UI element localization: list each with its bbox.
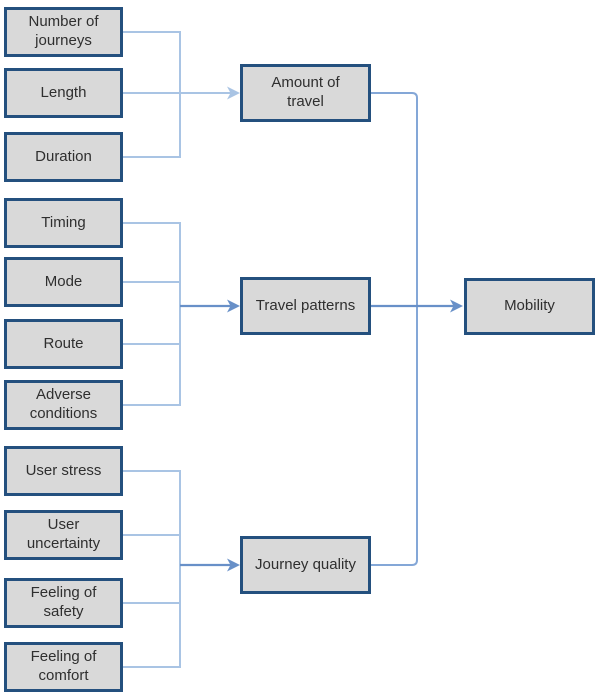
node-label: Timing — [41, 213, 86, 231]
node-amount-of-travel: Amount of travel — [240, 64, 371, 122]
group3-collector-lines — [123, 470, 181, 668]
group2-collector-lines — [123, 222, 181, 406]
node-label: Feeling of comfort — [30, 648, 97, 684]
node-timing: Timing — [4, 198, 123, 248]
arrowhead-mobility — [450, 299, 463, 313]
node-label: Mode — [44, 272, 83, 290]
node-label: Adverse conditions — [29, 386, 98, 422]
node-travel-patterns: Travel patterns — [240, 277, 371, 335]
node-mode: Mode — [4, 257, 123, 307]
node-number-of-journeys: Number of journeys — [4, 7, 123, 57]
arrow-shafts — [180, 304, 454, 567]
node-feeling-of-safety: Feeling of safety — [4, 578, 123, 628]
arrowhead-travel-patterns — [227, 299, 240, 313]
node-label: Length — [40, 83, 87, 101]
node-label: Travel patterns — [255, 296, 356, 314]
node-duration: Duration — [4, 132, 123, 182]
node-label: User uncertainty — [26, 516, 101, 552]
node-label: Number of journeys — [28, 13, 99, 49]
node-journey-quality: Journey quality — [240, 536, 371, 594]
node-label: Amount of travel — [271, 74, 340, 110]
node-user-uncertainty: User uncertainty — [4, 510, 123, 560]
node-label: Mobility — [504, 297, 555, 315]
node-label: Route — [43, 334, 84, 352]
node-route: Route — [4, 319, 123, 369]
node-label: User stress — [25, 461, 102, 479]
node-adverse-conditions: Adverse conditions — [4, 380, 123, 430]
node-label: Feeling of safety — [30, 584, 97, 620]
node-label: Duration — [35, 147, 92, 165]
node-label: Journey quality — [255, 555, 356, 573]
node-length: Length — [4, 68, 123, 118]
merge-elbow-lines — [371, 92, 418, 566]
node-feeling-of-comfort: Feeling of comfort — [4, 642, 123, 692]
group1-collector-lines — [123, 31, 231, 158]
arrowhead-journey-quality — [227, 558, 240, 572]
node-user-stress: User stress — [4, 446, 123, 496]
node-mobility: Mobility — [464, 278, 595, 335]
arrowhead-amount-of-travel — [227, 86, 240, 100]
